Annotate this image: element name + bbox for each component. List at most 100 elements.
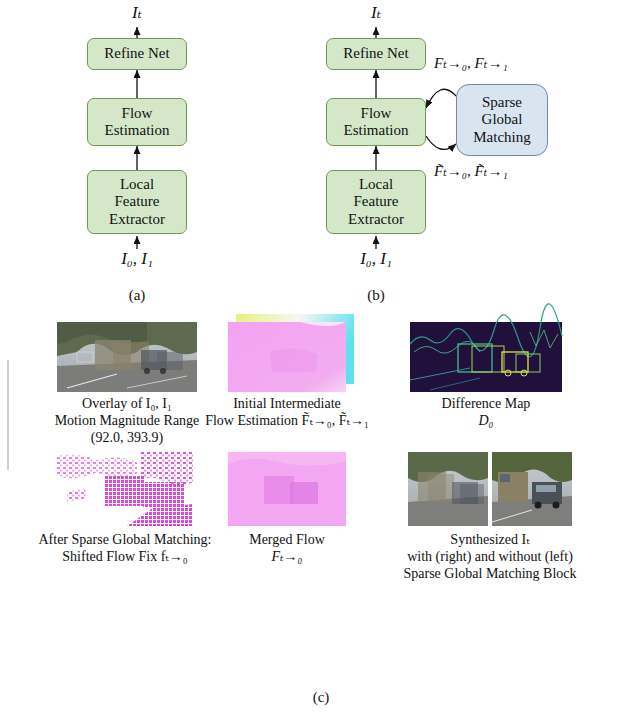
caption: Fₜ→₀ xyxy=(272,549,303,566)
process-box: Local Feature Extractor xyxy=(326,170,426,234)
io-arrows-part xyxy=(375,236,376,249)
overlay-photo-part xyxy=(57,322,197,392)
synthesized-photo-with-part xyxy=(498,472,528,502)
flow-map-stack-part xyxy=(228,322,346,392)
process-box: Flow Estimation xyxy=(87,98,187,146)
flow-arrow xyxy=(375,146,376,170)
merged-flow-map-part xyxy=(290,482,318,504)
caption: Motion Magnitude Range xyxy=(55,413,200,430)
panel-label: (b) xyxy=(367,286,385,304)
process-box: Local Feature Extractor xyxy=(87,170,187,234)
overlay-photo-part xyxy=(160,368,166,374)
difference-map-part xyxy=(502,352,528,372)
overlay-photo-part xyxy=(157,352,183,370)
flow-map-stack-part xyxy=(270,348,318,372)
sparse-flow-fix-part xyxy=(105,476,145,506)
panel-label: (a) xyxy=(129,286,146,304)
edge-label: Fₜ→₀, Fₜ→₁ xyxy=(432,54,510,72)
synthesized-photo-with-part xyxy=(553,502,560,509)
process-box: Refine Net xyxy=(87,38,187,70)
caption: Shifted Flow Fix fₜ→₀ xyxy=(62,549,187,566)
flow-arrow xyxy=(426,136,456,149)
caption: Initial Intermediate xyxy=(233,396,341,413)
difference-map-part xyxy=(458,344,492,372)
sparse-flow-fix-part xyxy=(67,488,87,502)
synthesized-photo-with-part xyxy=(492,452,572,482)
caption: Difference Map xyxy=(442,396,531,413)
io-arrows-part xyxy=(375,27,376,38)
box-text: Refine Net xyxy=(104,45,169,62)
difference-map-part xyxy=(521,370,527,376)
merged-flow-map-part xyxy=(228,452,346,466)
difference-map-part xyxy=(410,368,470,380)
edge-label: F̃ₜ→₀, F̃ₜ→₁ xyxy=(432,162,510,180)
sparse-flow-fix-part xyxy=(141,452,193,486)
io-label: I₀, I₁ xyxy=(360,249,392,269)
io-label: Iₜ xyxy=(132,3,142,23)
flow-arrow xyxy=(426,89,456,108)
box-text: Local Feature Extractor xyxy=(336,176,416,228)
caption: D₀ xyxy=(479,413,494,430)
process-box: Refine Net xyxy=(326,38,426,70)
overlay-photo xyxy=(57,322,197,392)
synthesized-photo-without-part xyxy=(408,452,488,526)
sparse-flow-fix-part xyxy=(127,504,193,526)
difference-map-part xyxy=(410,304,562,357)
synthesized-photo-with-part xyxy=(535,502,542,509)
difference-map xyxy=(410,304,562,392)
merged-flow-map xyxy=(228,452,346,526)
caption: Sparse Global Matching Block xyxy=(403,566,576,583)
synthesized-photo-without-part xyxy=(428,474,454,502)
synthesized-photo-without-part xyxy=(460,484,484,504)
synthesized-photo-with-part xyxy=(500,474,510,482)
caption: with (right) and without (left) xyxy=(407,549,573,566)
flow-map-stack xyxy=(228,314,354,392)
synthesized-photo-with xyxy=(492,452,572,526)
caption: Merged Flow xyxy=(249,532,325,549)
difference-map-part xyxy=(472,346,504,372)
synthesized-photo-with-part xyxy=(492,510,532,522)
caption: Flow Estimation F̃ₜ→₀, F̃ₜ→₁ xyxy=(205,413,369,430)
difference-map-part xyxy=(505,370,511,376)
synthesized-photo-with-part xyxy=(532,482,562,504)
flow-arrow xyxy=(375,70,376,98)
box-text: Refine Net xyxy=(343,45,408,62)
box-text: Local Feature Extractor xyxy=(97,176,177,228)
matching-box: Sparse Global Matching xyxy=(456,84,548,156)
sparse-flow-fix-part xyxy=(57,455,137,479)
flow-map-stack-part xyxy=(300,322,346,326)
flow-arrow xyxy=(136,70,137,98)
difference-map-part xyxy=(430,378,480,390)
box-text: Flow Estimation xyxy=(336,105,416,140)
io-arrows-part xyxy=(136,236,137,249)
synthesized-photo-without xyxy=(408,452,488,526)
caption: Synthesized Iₜ xyxy=(450,532,529,549)
overlay-photo-part xyxy=(67,374,117,388)
box-text: Sparse Global Matching xyxy=(466,94,538,146)
caption: Overlay of I₀, I₁ xyxy=(82,396,172,413)
synthesized-photo-with-part xyxy=(536,485,556,492)
sparse-flow-fix-part xyxy=(57,452,193,526)
sparse-flow-fix xyxy=(57,452,193,526)
side-rule xyxy=(8,360,9,470)
caption: After Sparse Global Matching: xyxy=(38,532,211,549)
difference-map-part xyxy=(516,354,540,372)
io-arrows-part xyxy=(136,27,137,38)
overlay-photo-part xyxy=(144,368,150,374)
overlay-photo-part xyxy=(77,352,93,362)
merged-flow-map-part xyxy=(264,476,294,504)
process-box: Flow Estimation xyxy=(326,98,426,146)
overlay-photo-part xyxy=(127,376,187,388)
panel-label: (c) xyxy=(313,688,330,706)
flow-arrow xyxy=(136,146,137,170)
caption: (92.0, 393.9) xyxy=(91,430,163,447)
merged-flow-map-part xyxy=(228,452,346,526)
io-label: Iₜ xyxy=(371,3,381,23)
io-label: I₀, I₁ xyxy=(121,249,153,269)
box-text: Flow Estimation xyxy=(97,105,177,140)
sparse-flow-fix-part xyxy=(143,482,185,508)
difference-map-part xyxy=(530,330,558,348)
synthesized-photo-with-part xyxy=(492,452,572,526)
difference-map-part xyxy=(414,341,480,353)
